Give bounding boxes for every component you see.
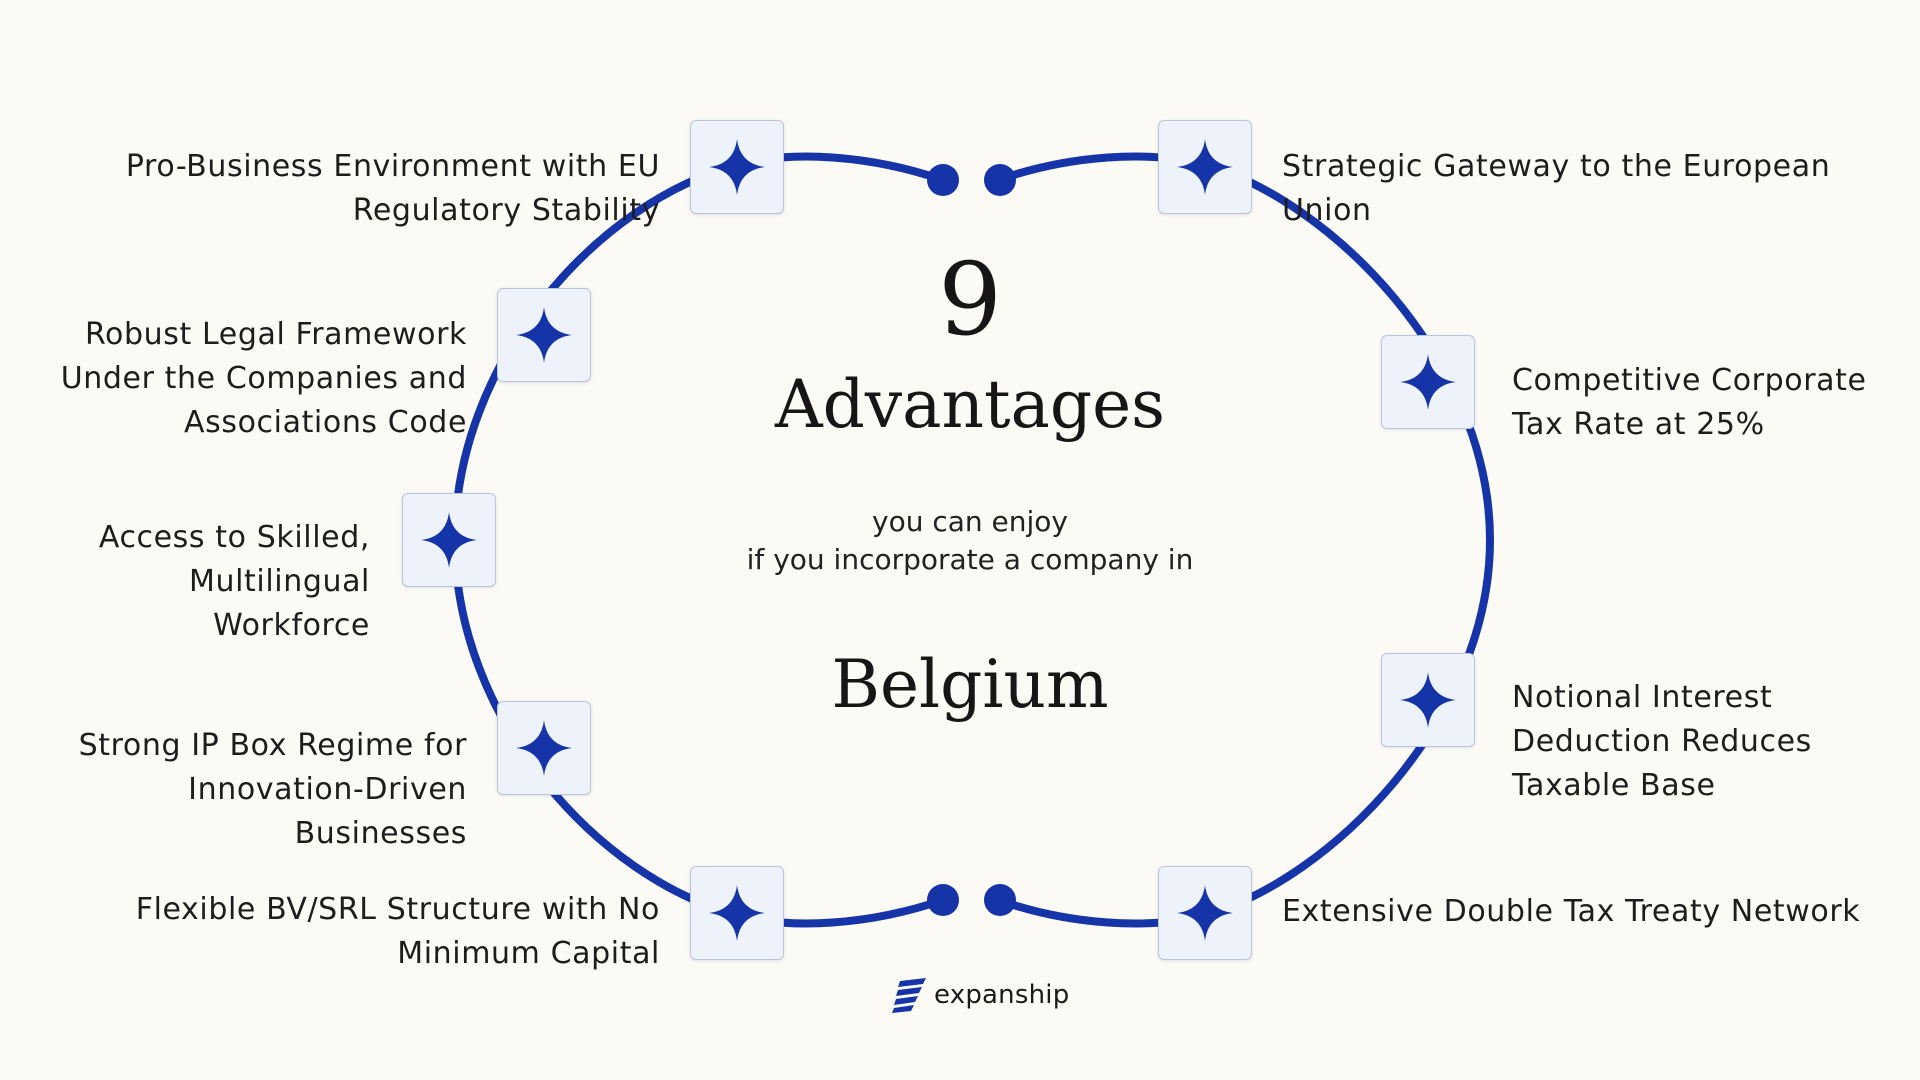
advantage-label-4: Strong IP Box Regime for Innovation-Driv… bbox=[79, 724, 467, 856]
four-point-star-icon bbox=[709, 139, 765, 195]
advantage-label-5: Flexible BV/SRL Structure with No Minimu… bbox=[136, 888, 660, 976]
advantage-node-4 bbox=[497, 701, 591, 795]
label-line: Flexible BV/SRL Structure with No bbox=[135, 892, 660, 927]
label-line: Notional Interest bbox=[1512, 680, 1773, 715]
brand-logo: expanship bbox=[890, 973, 1069, 1017]
four-point-star-icon bbox=[421, 512, 477, 568]
advantage-node-3 bbox=[402, 493, 496, 587]
expanship-logo-icon bbox=[892, 978, 926, 1013]
four-point-star-icon bbox=[1177, 885, 1233, 941]
four-point-star-icon bbox=[709, 885, 765, 941]
label-line: Innovation-Driven bbox=[188, 772, 467, 807]
advantage-node-7 bbox=[1381, 335, 1475, 429]
headline-number: 9 bbox=[938, 241, 1002, 358]
advantage-node-8 bbox=[1381, 653, 1475, 747]
label-line: Workforce bbox=[213, 608, 370, 643]
four-point-star-icon bbox=[516, 307, 572, 363]
label-line: Access to Skilled, bbox=[98, 520, 370, 555]
label-line: Businesses bbox=[294, 816, 467, 851]
advantage-node-1 bbox=[690, 120, 784, 214]
advantage-label-7: Competitive Corporate Tax Rate at 25% bbox=[1512, 359, 1867, 447]
advantage-label-3: Access to Skilled, Multilingual Workforc… bbox=[99, 516, 370, 648]
label-line: Competitive Corporate bbox=[1512, 363, 1867, 398]
label-line: Under the Companies and bbox=[60, 361, 467, 396]
connector-dot bbox=[984, 884, 1016, 916]
label-line: Strong IP Box Regime for bbox=[78, 728, 467, 763]
four-point-star-icon bbox=[1177, 139, 1233, 195]
advantage-label-2: Robust Legal Framework Under the Compani… bbox=[61, 313, 467, 445]
advantage-node-6 bbox=[1158, 120, 1252, 214]
advantage-node-9 bbox=[1158, 866, 1252, 960]
advantage-node-5 bbox=[690, 866, 784, 960]
four-point-star-icon bbox=[516, 720, 572, 776]
label-line: Minimum Capital bbox=[397, 936, 660, 971]
brand-name: expanship bbox=[934, 980, 1070, 1010]
label-line: Taxable Base bbox=[1512, 768, 1716, 803]
label-line: Multilingual bbox=[189, 564, 370, 599]
connector-dot bbox=[927, 884, 959, 916]
label-line: Strategic Gateway to the European bbox=[1282, 149, 1831, 184]
label-line: Deduction Reduces bbox=[1512, 724, 1812, 759]
headline-word: Advantages bbox=[774, 366, 1166, 443]
label-line: Associations Code bbox=[184, 405, 467, 440]
headline-country: Belgium bbox=[831, 646, 1109, 723]
advantage-label-9: Extensive Double Tax Treaty Network bbox=[1282, 890, 1860, 934]
label-line: Tax Rate at 25% bbox=[1512, 407, 1765, 442]
advantage-node-2 bbox=[497, 288, 591, 382]
label-line: Pro-Business Environment with EU bbox=[125, 149, 660, 184]
label-line: Robust Legal Framework bbox=[84, 317, 467, 352]
advantage-label-6: Strategic Gateway to the European Union bbox=[1282, 145, 1830, 233]
headline-subline-1: you can enjoy bbox=[872, 505, 1068, 538]
four-point-star-icon bbox=[1400, 354, 1456, 410]
label-line: Extensive Double Tax Treaty Network bbox=[1282, 894, 1861, 929]
four-point-star-icon bbox=[1400, 672, 1456, 728]
headline-subline-2: if you incorporate a company in bbox=[746, 543, 1194, 576]
label-line: Union bbox=[1282, 193, 1372, 228]
label-line: Regulatory Stability bbox=[352, 193, 660, 228]
connector-dot bbox=[984, 164, 1016, 196]
advantage-label-8: Notional Interest Deduction Reduces Taxa… bbox=[1512, 676, 1812, 808]
advantage-label-1: Pro-Business Environment with EU Regulat… bbox=[126, 145, 660, 233]
connector-dot bbox=[927, 164, 959, 196]
